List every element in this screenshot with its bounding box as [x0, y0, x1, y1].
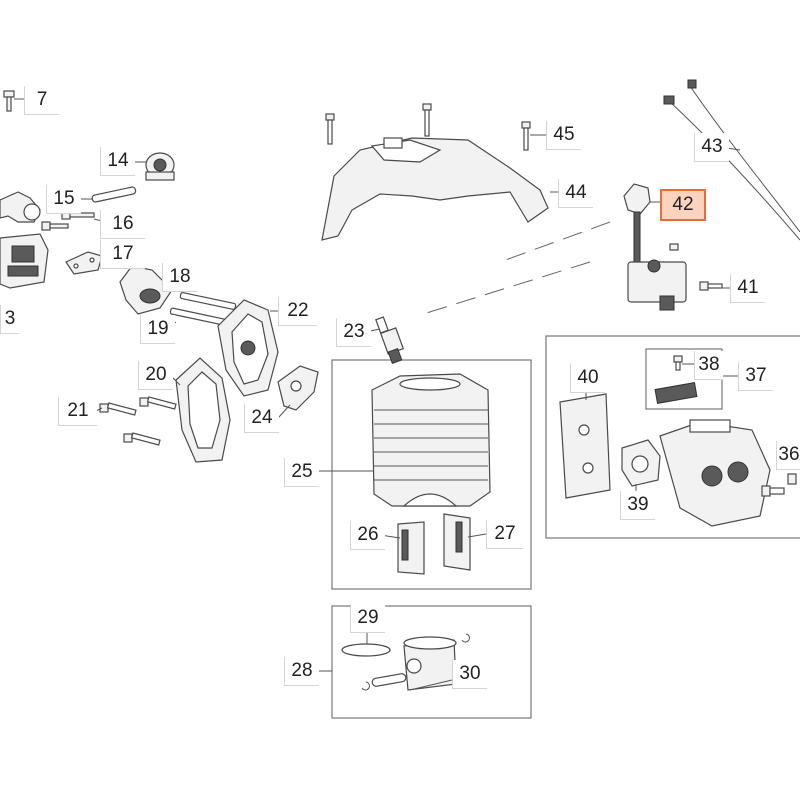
- callout-24[interactable]: 24: [244, 404, 279, 433]
- callout-20[interactable]: 20: [138, 361, 173, 390]
- callout-22[interactable]: 22: [278, 297, 317, 326]
- callout-42-highlighted[interactable]: 42: [660, 189, 706, 221]
- cylinder-part-25: [371, 373, 491, 507]
- callout-27[interactable]: 27: [486, 520, 523, 549]
- piston-pin-part-30: [361, 633, 470, 691]
- screw-part-41: [699, 281, 723, 291]
- callout-3[interactable]: 3: [0, 305, 19, 334]
- callout-21[interactable]: 21: [58, 397, 97, 426]
- muffler-gasket-part-39: [621, 439, 661, 487]
- engine-cover-part-44: [321, 137, 549, 241]
- callout-28[interactable]: 28: [284, 657, 319, 686]
- muffler-group-box: [545, 335, 800, 539]
- bearing-part-26: [397, 521, 425, 575]
- tube-part-15: [91, 186, 137, 203]
- screw-part-36: [761, 473, 797, 497]
- heat-shield-part-40: [559, 393, 611, 499]
- callout-14[interactable]: 14: [100, 147, 135, 176]
- callout-7[interactable]: 7: [24, 86, 59, 115]
- callout-45[interactable]: 45: [546, 121, 581, 150]
- plate-part-37: [654, 382, 698, 404]
- callout-43[interactable]: 43: [694, 133, 729, 162]
- screw-part-38: [673, 355, 683, 371]
- ignition-coil-part-42: [623, 183, 687, 311]
- bearing-part-27: [443, 513, 471, 571]
- callout-23[interactable]: 23: [336, 318, 371, 347]
- screws-part-16: [41, 210, 95, 231]
- piston: [403, 636, 457, 691]
- air-filter-part-20: [175, 357, 231, 463]
- callout-30[interactable]: 30: [452, 660, 487, 689]
- callout-16[interactable]: 16: [100, 210, 145, 239]
- callout-38[interactable]: 38: [694, 351, 723, 380]
- callout-37[interactable]: 37: [738, 362, 773, 391]
- callout-17[interactable]: 17: [100, 240, 145, 269]
- callout-18[interactable]: 18: [162, 263, 197, 292]
- spark-plug-part-23: [375, 316, 405, 364]
- piston-group-box: [331, 605, 532, 719]
- callout-44[interactable]: 44: [558, 179, 593, 208]
- muffler: [659, 419, 771, 527]
- cover-screws: [325, 103, 432, 145]
- carburetor-part-3: [0, 191, 49, 289]
- piston-ring-part-29: [341, 643, 391, 657]
- gasket-part-24: [277, 365, 319, 411]
- callout-25[interactable]: 25: [284, 458, 319, 487]
- callout-19[interactable]: 19: [140, 315, 175, 344]
- callout-15[interactable]: 15: [46, 185, 81, 214]
- callout-40[interactable]: 40: [570, 364, 605, 393]
- callout-41[interactable]: 41: [730, 274, 765, 303]
- gasket-part-17: [65, 251, 103, 275]
- screw-part-45: [521, 121, 531, 151]
- callout-29[interactable]: 29: [350, 604, 385, 633]
- screw-part-7: [3, 90, 15, 112]
- callout-36[interactable]: 36: [776, 441, 800, 470]
- filter-housing-part-22: [217, 299, 279, 397]
- cylinder-group-box: [331, 359, 532, 590]
- primer-bulb-part-14: [145, 152, 175, 181]
- callout-39[interactable]: 39: [620, 491, 655, 520]
- screws-part-21: [99, 396, 177, 446]
- assembly-dash-line: [499, 221, 611, 263]
- assembly-dash-line: [419, 261, 591, 316]
- callout-26[interactable]: 26: [350, 521, 385, 550]
